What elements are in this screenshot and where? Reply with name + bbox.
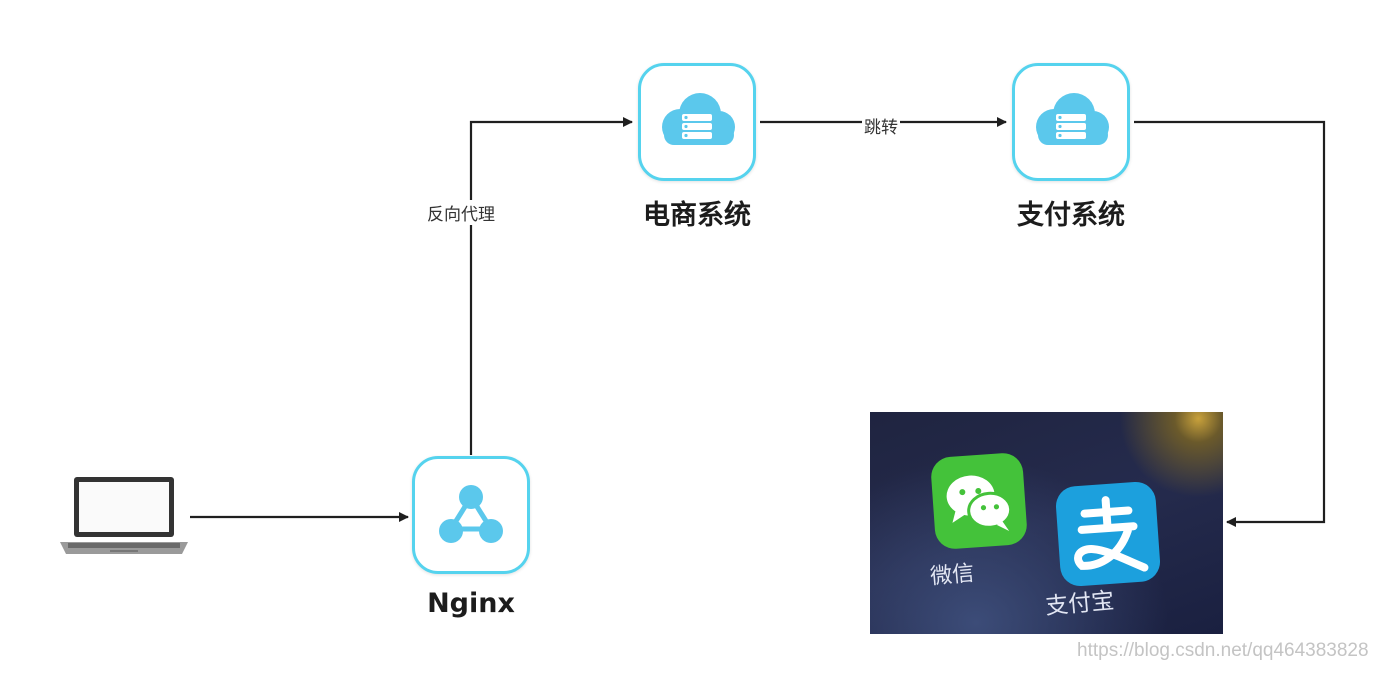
ecommerce-label: 电商系统 [643, 200, 751, 231]
ecommerce-node [638, 63, 756, 181]
alipay-icon [1054, 480, 1162, 588]
edge-nginx-to-ecommerce [469, 117, 633, 455]
wechat-label: 微信 [929, 561, 976, 590]
payment-system-label: 支付系统 [1017, 200, 1125, 231]
cloud-server-icon [1036, 93, 1109, 145]
alipay-label: 支付宝 [1044, 588, 1116, 620]
edge-label-redirect: 跳转 [862, 113, 900, 138]
edge-label-reverse-proxy: 反向代理 [425, 200, 497, 225]
nginx-node [412, 456, 530, 574]
edge-payment-to-apps [1134, 120, 1326, 527]
payment-apps-photo: 微信 支付宝 [870, 412, 1223, 634]
watermark: https://blog.csdn.net/qq464383828 [1077, 640, 1369, 661]
laptop-icon [58, 474, 190, 562]
payment-system-node [1012, 63, 1130, 181]
wechat-icon [929, 451, 1029, 551]
nginx-label: Nginx [427, 588, 515, 619]
hub-nodes-icon [439, 485, 503, 543]
cloud-server-icon [662, 93, 735, 145]
